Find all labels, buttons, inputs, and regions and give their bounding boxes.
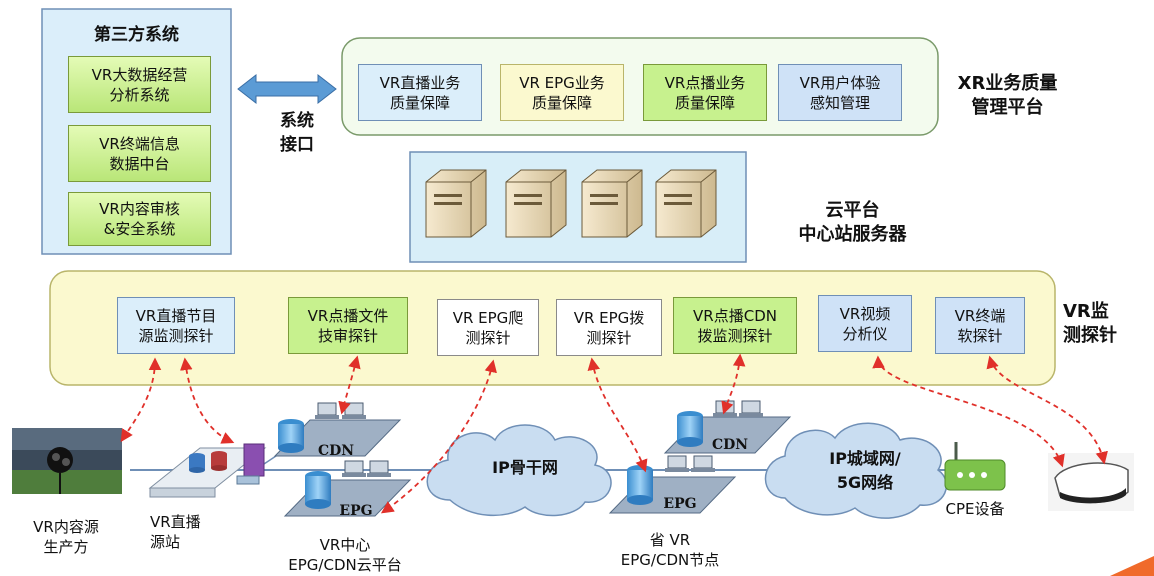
xr-item-epg[interactable]: VR EPG业务 质量保障 xyxy=(500,64,624,121)
server-icon xyxy=(425,169,487,238)
live-source-label: VR直播 源站 xyxy=(150,513,201,551)
backbone-label: IP骨干网 xyxy=(492,458,558,477)
probe-arrows xyxy=(120,353,1108,514)
probe-live-source[interactable]: VR直播节目 源监测探针 xyxy=(117,297,235,354)
xr-item-live[interactable]: VR直播业务 质量保障 xyxy=(358,64,482,121)
interface-double-arrow xyxy=(237,73,337,105)
province-epg-label: EPG xyxy=(663,496,697,512)
cloud-server-title: 云平台 中心站服务器 xyxy=(798,200,907,245)
third-party-title: 第三方系统 xyxy=(94,25,179,45)
center-platform-label: VR中心 EPG/CDN云平台 xyxy=(288,536,402,574)
probe-arrow xyxy=(721,353,746,415)
center-cdn-label: CDN xyxy=(317,443,355,459)
stadium-camera-photo xyxy=(12,428,122,494)
xr-item-vod[interactable]: VR点播业务 质量保障 xyxy=(643,64,767,121)
probe-vod-cdn[interactable]: VR点播CDN 拨监测探针 xyxy=(673,297,797,354)
probe-epg-dial[interactable]: VR EPG拨 测探针 xyxy=(556,299,662,356)
cpe-device-icon xyxy=(944,442,1006,491)
province-cdn-label: CDN xyxy=(711,437,749,453)
center-epg-platform xyxy=(283,460,412,517)
server-icon xyxy=(655,169,717,238)
producer-label: VR内容源 生产方 xyxy=(33,518,99,556)
server-icon xyxy=(505,169,567,238)
third-party-item-audit[interactable]: VR内容审核 &安全系统 xyxy=(68,192,211,246)
probe-epg-crawl[interactable]: VR EPG爬 测探针 xyxy=(437,299,539,356)
probe-vod-file[interactable]: VR点播文件 技审探针 xyxy=(288,297,408,354)
province-epg-platform xyxy=(608,455,737,514)
probe-arrow xyxy=(587,357,648,473)
probe-arrow xyxy=(380,359,497,514)
xr-item-experience[interactable]: VR用户体验 感知管理 xyxy=(778,64,902,121)
metro-label: IP城域网/ 5G网络 xyxy=(829,449,901,492)
third-party-item-terminal[interactable]: VR终端信息 数据中台 xyxy=(68,125,211,182)
probe-terminal-soft[interactable]: VR终端 软探针 xyxy=(935,297,1025,354)
server-icon xyxy=(581,169,643,238)
province-cdn-platform xyxy=(663,400,792,454)
third-party-item-bigdata[interactable]: VR大数据经营 分析系统 xyxy=(68,56,211,113)
corner-accent xyxy=(1110,556,1154,576)
probe-arrow xyxy=(986,355,1108,465)
probe-arrow xyxy=(180,357,235,444)
live-source-station xyxy=(148,443,267,498)
monitor-title: VR监 测探针 xyxy=(1063,301,1117,346)
cpe-label: CPE设备 xyxy=(945,500,1005,518)
probe-arrow xyxy=(120,357,162,443)
interface-label: 系统 接口 xyxy=(280,111,314,155)
center-epg-label: EPG xyxy=(339,503,373,519)
probe-video-analyzer[interactable]: VR视频 分析仪 xyxy=(818,295,912,352)
xr-platform-title: XR业务质量 管理平台 xyxy=(957,73,1058,118)
province-node-label: 省 VR EPG/CDN节点 xyxy=(620,531,720,569)
